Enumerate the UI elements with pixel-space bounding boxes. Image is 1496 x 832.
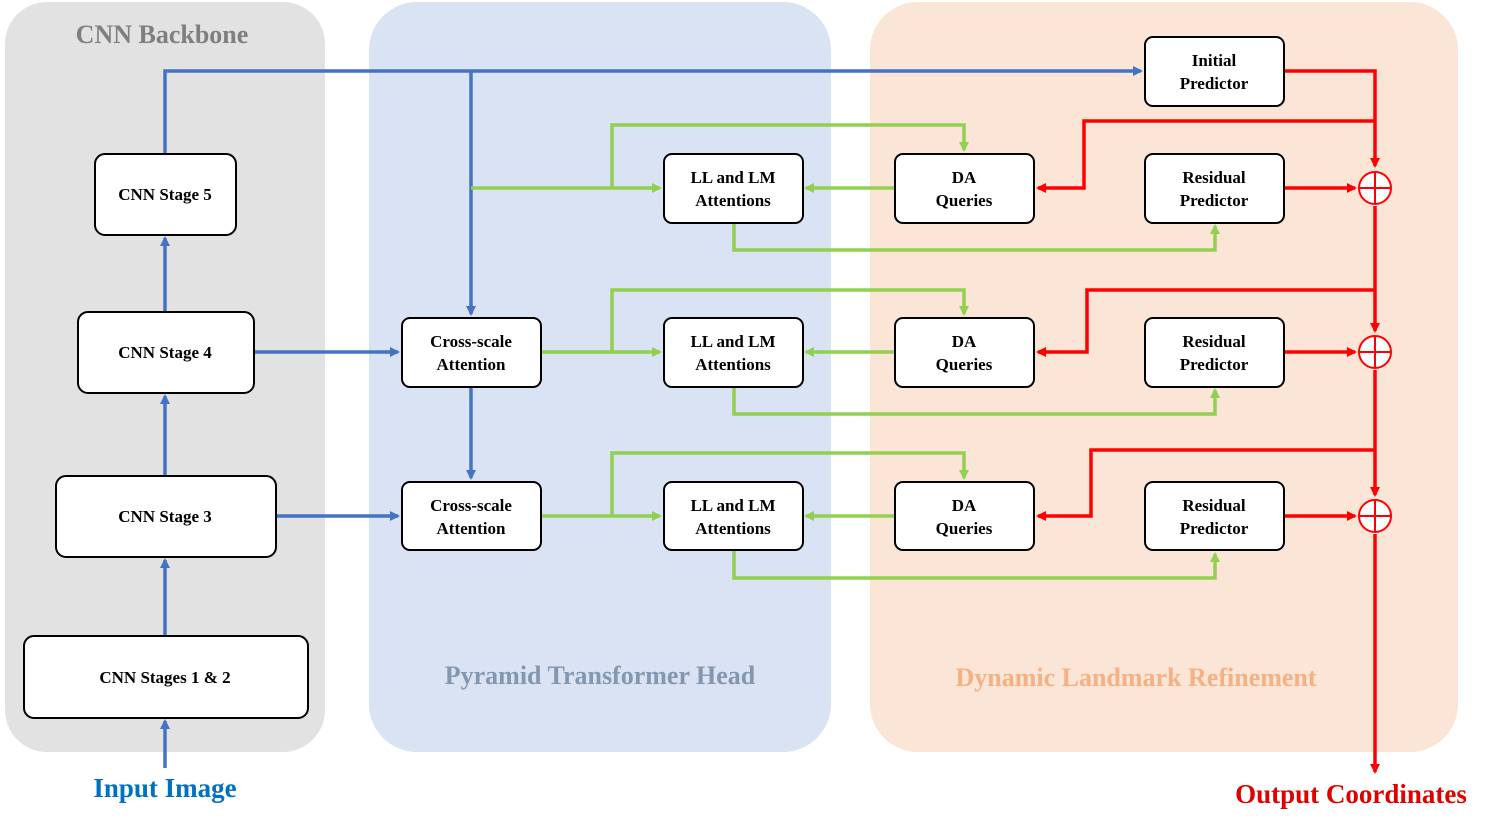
cnn-backbone-title: CNN Backbone — [76, 20, 249, 49]
da-queries-line1: DA — [952, 168, 977, 187]
da-queries-box-3: DA Queries — [894, 481, 1035, 551]
pyramid-transformer-title: Pyramid Transformer Head — [445, 661, 756, 690]
residual-predictor-line1: Residual — [1182, 496, 1246, 515]
cross-scale-line2: Attention — [437, 519, 506, 538]
ll-lm-line2: Attentions — [695, 519, 771, 538]
residual-predictor-box-2: Residual Predictor — [1144, 317, 1285, 388]
da-queries-line2: Queries — [936, 191, 993, 210]
adder-node-2 — [1358, 335, 1392, 369]
cross-scale-line2: Attention — [437, 355, 506, 374]
ll-lm-line2: Attentions — [695, 191, 771, 210]
initial-predictor-box: Initial Predictor — [1144, 36, 1285, 107]
cnn-stage-4-box: CNN Stage 4 — [77, 311, 255, 394]
blue-arrows — [160, 66, 1143, 768]
cross-scale-attention-box-2: Cross-scale Attention — [401, 481, 542, 551]
cnn-stage-5-box: CNN Stage 5 — [94, 153, 237, 236]
cross-scale-line1: Cross-scale — [430, 332, 512, 351]
ll-lm-line1: LL and LM — [690, 168, 775, 187]
residual-predictor-line2: Predictor — [1180, 519, 1249, 538]
residual-predictor-line2: Predictor — [1180, 191, 1249, 210]
cnn-stage-3-box: CNN Stage 3 — [55, 475, 277, 558]
cnn-stages-1-2-label: CNN Stages 1 & 2 — [99, 668, 230, 687]
residual-predictor-line2: Predictor — [1180, 355, 1249, 374]
ll-lm-line1: LL and LM — [690, 332, 775, 351]
da-queries-box-2: DA Queries — [894, 317, 1035, 388]
da-queries-line2: Queries — [936, 355, 993, 374]
ll-lm-attentions-box-1: LL and LM Attentions — [663, 153, 804, 224]
initial-predictor-line2: Predictor — [1180, 74, 1249, 93]
ll-lm-attentions-box-3: LL and LM Attentions — [663, 481, 804, 551]
da-queries-line1: DA — [952, 332, 977, 351]
da-queries-box-1: DA Queries — [894, 153, 1035, 224]
cross-scale-attention-box-1: Cross-scale Attention — [401, 317, 542, 388]
ll-lm-attentions-box-2: LL and LM Attentions — [663, 317, 804, 388]
residual-predictor-line1: Residual — [1182, 168, 1246, 187]
adder-node-3 — [1358, 499, 1392, 533]
adder-node-1 — [1358, 171, 1392, 205]
ll-lm-line2: Attentions — [695, 355, 771, 374]
cnn-stage-3-label: CNN Stage 3 — [118, 507, 212, 526]
red-arrows — [1036, 69, 1380, 774]
cnn-stages-1-2-box: CNN Stages 1 & 2 — [23, 635, 309, 719]
residual-predictor-box-1: Residual Predictor — [1144, 153, 1285, 224]
cross-scale-line1: Cross-scale — [430, 496, 512, 515]
da-queries-line2: Queries — [936, 519, 993, 538]
landmark-refinement-title: Dynamic Landmark Refinement — [955, 663, 1316, 692]
residual-predictor-box-3: Residual Predictor — [1144, 481, 1285, 551]
input-image-label: Input Image — [93, 773, 236, 803]
residual-predictor-line1: Residual — [1182, 332, 1246, 351]
cnn-stage-5-label: CNN Stage 5 — [118, 185, 212, 204]
green-arrows — [471, 123, 1220, 580]
da-queries-line1: DA — [952, 496, 977, 515]
cnn-stage-4-label: CNN Stage 4 — [118, 343, 212, 362]
initial-predictor-line1: Initial — [1192, 51, 1237, 70]
ll-lm-line1: LL and LM — [690, 496, 775, 515]
output-coordinates-label: Output Coordinates — [1235, 779, 1467, 809]
